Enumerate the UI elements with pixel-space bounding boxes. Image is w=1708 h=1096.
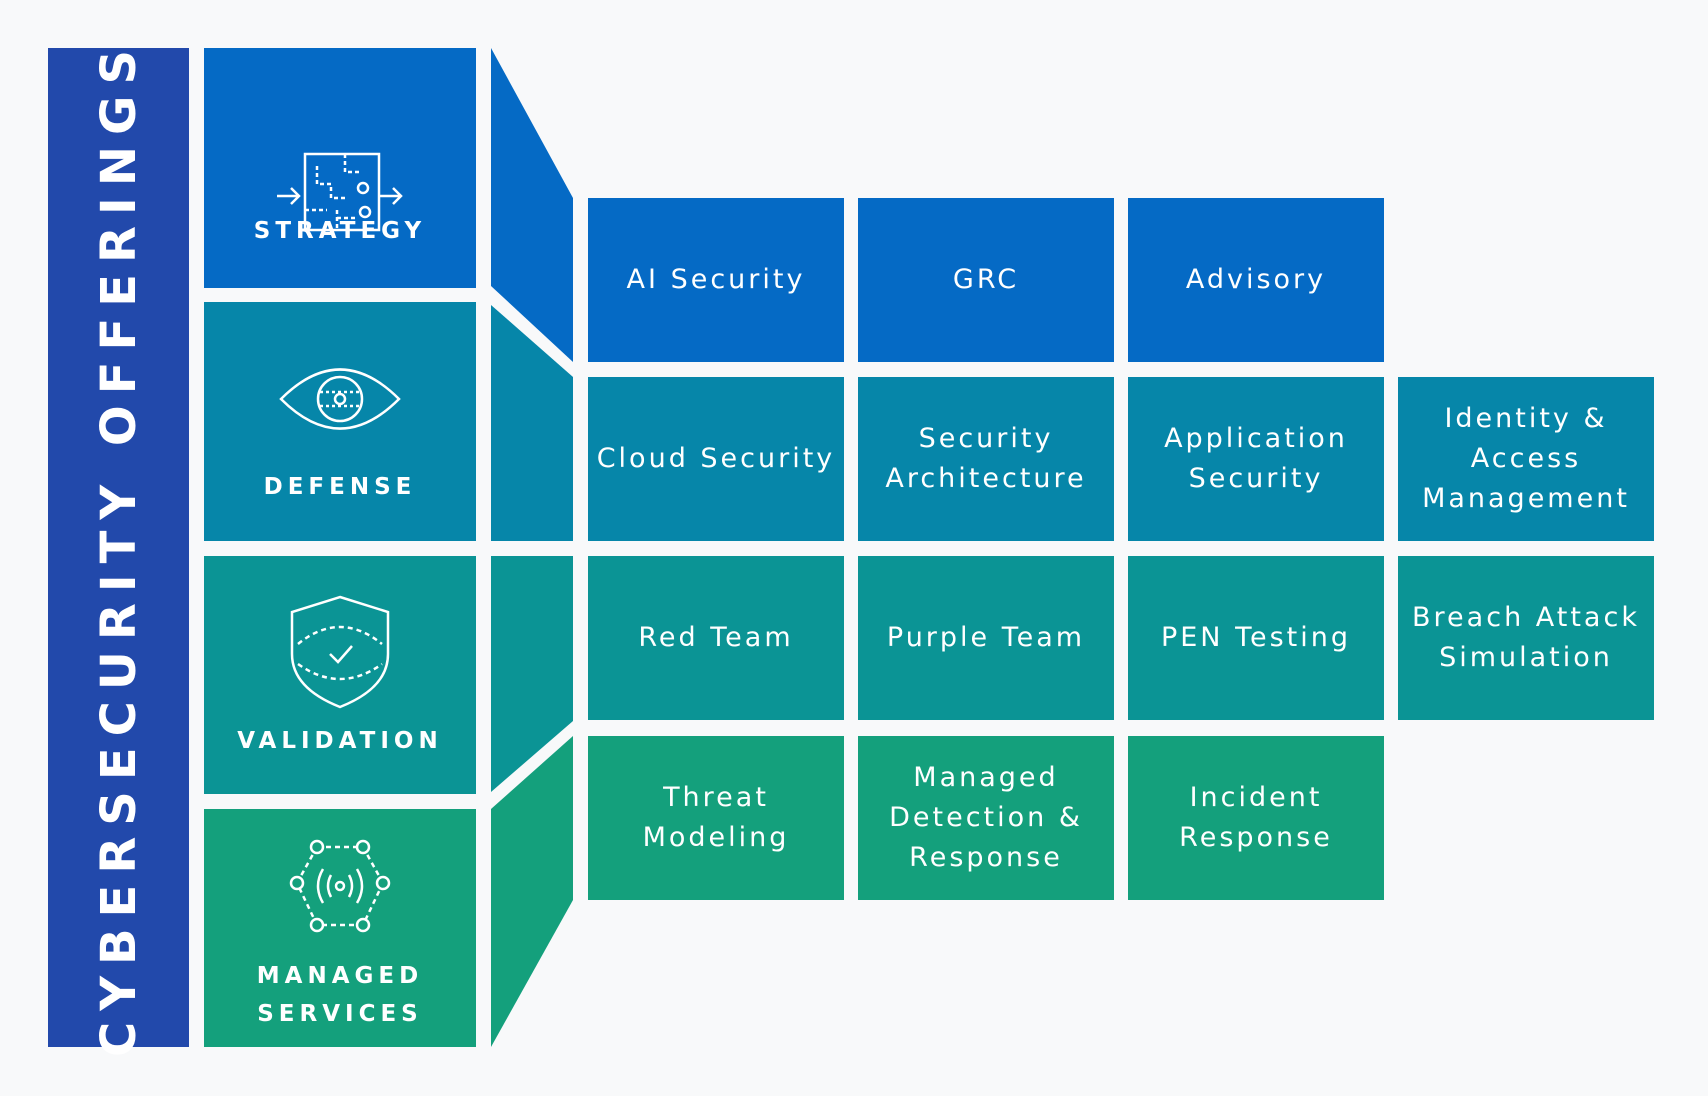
offerings-banner: CYBERSECURITY OFFERINGS bbox=[48, 38, 189, 1057]
category-strategy: STRATEGY bbox=[204, 48, 476, 288]
offering-pen-testing: PEN Testing bbox=[1128, 556, 1384, 720]
validation-connector bbox=[491, 556, 573, 792]
network-signal-icon bbox=[289, 839, 391, 933]
offering-advisory: Advisory bbox=[1128, 198, 1384, 362]
category-label: VALIDATION bbox=[237, 728, 443, 754]
maze-strategy-icon bbox=[277, 152, 403, 232]
offering-incident-response: Incident Response bbox=[1128, 736, 1384, 900]
offering-security-architecture: Security Architecture bbox=[858, 377, 1114, 541]
offering-cloud-security: Cloud Security bbox=[588, 377, 844, 541]
shield-check-icon bbox=[290, 595, 390, 709]
category-label: STRATEGY bbox=[253, 218, 427, 244]
eye-icon bbox=[279, 368, 401, 430]
strategy-connector bbox=[491, 48, 573, 362]
category-defense: DEFENSE bbox=[204, 302, 476, 541]
category-label-line2: SERVICES bbox=[257, 1001, 423, 1027]
offering-purple-team: Purple Team bbox=[858, 556, 1114, 720]
offering-application-security: Application Security bbox=[1128, 377, 1384, 541]
managed-services-connector bbox=[491, 736, 573, 1047]
banner-title: CYBERSECURITY OFFERINGS bbox=[90, 38, 147, 1057]
defense-connector bbox=[491, 305, 573, 541]
category-managed-services: MANAGED SERVICES bbox=[204, 809, 476, 1047]
category-label: DEFENSE bbox=[263, 474, 417, 500]
offering-breach-attack-simulation: Breach Attack Simulation bbox=[1398, 556, 1654, 720]
offering-threat-modeling: Threat Modeling bbox=[588, 736, 844, 900]
offering-ai-security: AI Security bbox=[588, 198, 844, 362]
offering-managed-detection-response: Managed Detection & Response bbox=[858, 736, 1114, 900]
offering-identity-access-management: Identity & Access Management bbox=[1398, 377, 1654, 541]
category-label-line1: MANAGED bbox=[256, 963, 424, 989]
category-validation: VALIDATION bbox=[204, 556, 476, 794]
offering-grc: GRC bbox=[858, 198, 1114, 362]
offering-red-team: Red Team bbox=[588, 556, 844, 720]
